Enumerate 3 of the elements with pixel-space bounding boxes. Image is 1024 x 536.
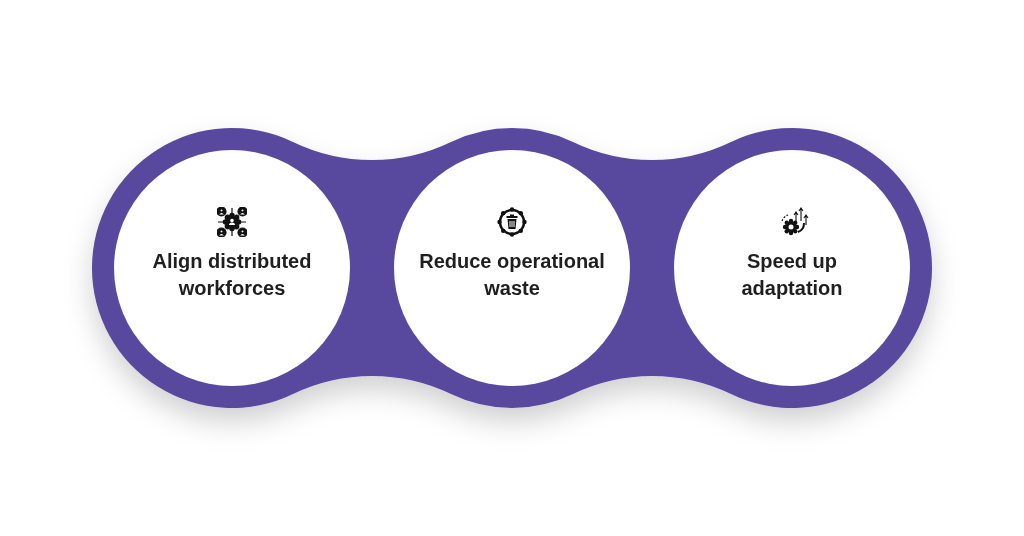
circle-label: Align distributed workforces — [151, 249, 313, 301]
circle-label: Reduce operational waste — [418, 249, 606, 301]
circle-label: Speed up adaptation — [740, 249, 844, 301]
